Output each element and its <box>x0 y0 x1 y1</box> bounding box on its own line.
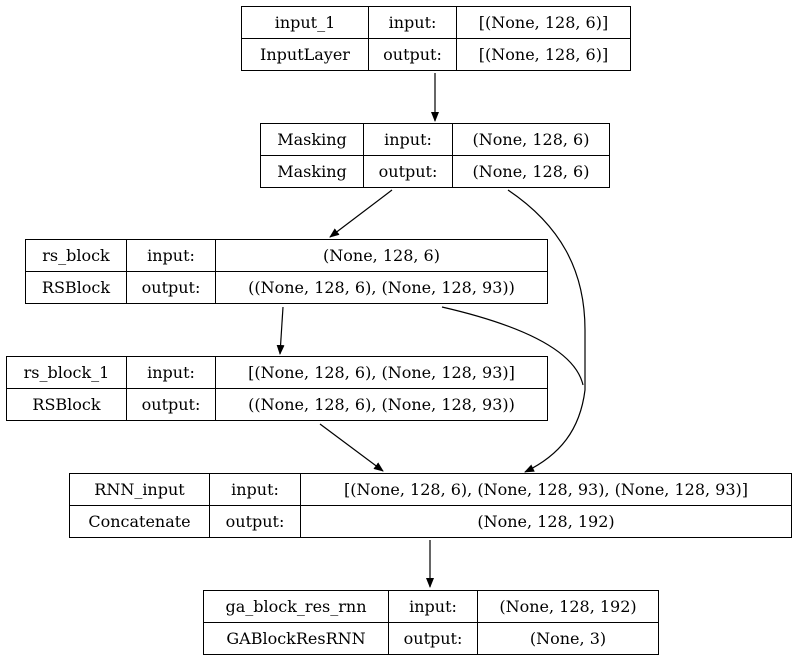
node-rs_block_1: rs_block_1 input: [(None, 128, 6), (None… <box>6 356 548 421</box>
output-label: output: <box>363 155 453 188</box>
output-shape: (None, 128, 192) <box>300 505 792 538</box>
input-label: input: <box>363 123 453 156</box>
input-shape: [(None, 128, 6)] <box>456 6 631 39</box>
edge-rs_block-to-rs_block_1 <box>276 306 285 355</box>
edge-rs_block_1-to-rnn_input <box>319 423 384 472</box>
edge-masking-to-rs_block <box>329 189 393 238</box>
node-name: rs_block <box>25 239 127 272</box>
input-label: input: <box>388 590 478 623</box>
output-shape: ((None, 128, 6), (None, 128, 93)) <box>215 388 548 421</box>
node-masking: Masking input: (None, 128, 6) Masking ou… <box>260 123 610 188</box>
node-ga_block_res_rnn: ga_block_res_rnn input: (None, 128, 192)… <box>203 590 659 655</box>
input-label: input: <box>126 239 216 272</box>
node-name: input_1 <box>241 6 369 39</box>
node-rs_block: rs_block input: (None, 128, 6) RSBlock o… <box>25 239 548 304</box>
node-class: InputLayer <box>241 38 369 71</box>
node-name: rs_block_1 <box>6 356 127 389</box>
node-class: RSBlock <box>25 271 127 304</box>
output-shape: (None, 128, 6) <box>452 155 610 188</box>
node-name: ga_block_res_rnn <box>203 590 389 623</box>
edge-masking-to-rnn_input <box>507 189 586 473</box>
input-label: input: <box>126 356 216 389</box>
output-shape: ((None, 128, 6), (None, 128, 93)) <box>215 271 548 304</box>
node-input_1: input_1 input: [(None, 128, 6)] InputLay… <box>241 6 631 71</box>
node-class: GABlockResRNN <box>203 622 389 655</box>
input-shape: [(None, 128, 6), (None, 128, 93)] <box>215 356 548 389</box>
node-name: Masking <box>260 123 364 156</box>
output-label: output: <box>126 388 216 421</box>
input-shape: [(None, 128, 6), (None, 128, 93), (None,… <box>300 473 792 506</box>
output-label: output: <box>388 622 478 655</box>
output-shape: (None, 3) <box>477 622 659 655</box>
input-shape: (None, 128, 192) <box>477 590 659 623</box>
output-label: output: <box>368 38 457 71</box>
input-label: input: <box>209 473 301 506</box>
node-class: Masking <box>260 155 364 188</box>
input-shape: (None, 128, 6) <box>215 239 548 272</box>
node-name: RNN_input <box>69 473 210 506</box>
input-shape: (None, 128, 6) <box>452 123 610 156</box>
input-label: input: <box>368 6 457 39</box>
edge-rs_block-to-rnn_input <box>441 306 584 386</box>
node-rnn_input: RNN_input input: [(None, 128, 6), (None,… <box>69 473 792 538</box>
output-label: output: <box>209 505 301 538</box>
output-label: output: <box>126 271 216 304</box>
output-shape: [(None, 128, 6)] <box>456 38 631 71</box>
node-class: RSBlock <box>6 388 127 421</box>
node-class: Concatenate <box>69 505 210 538</box>
